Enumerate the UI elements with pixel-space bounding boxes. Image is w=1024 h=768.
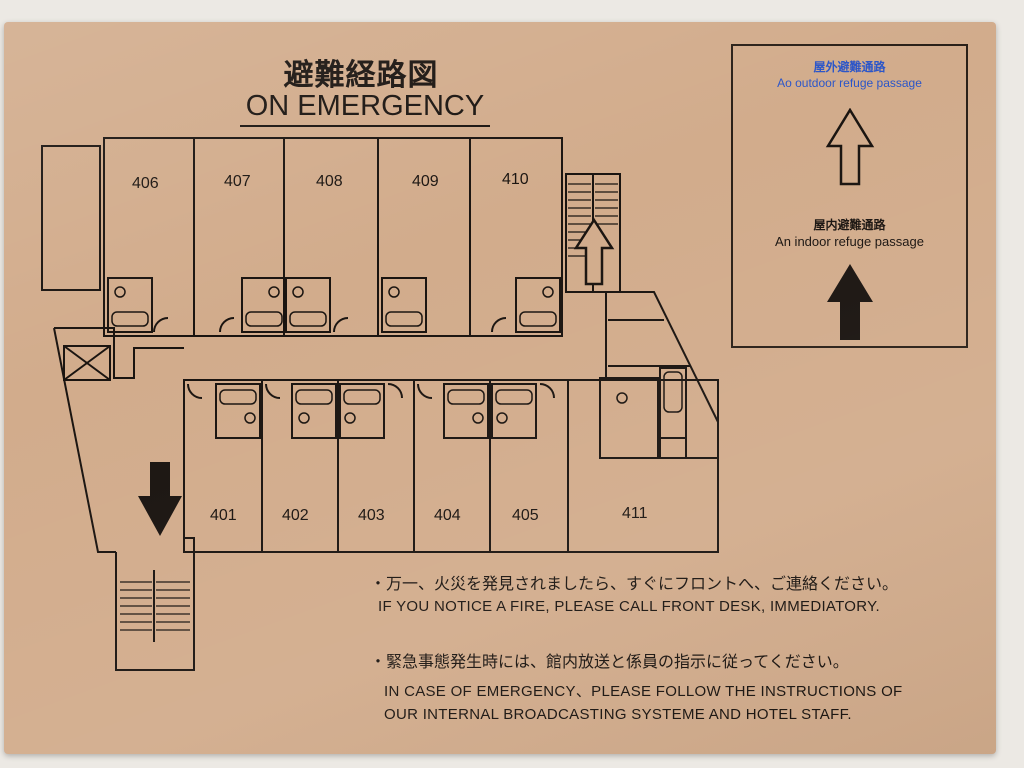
storage-room-outline xyxy=(41,145,101,291)
legend-indoor-label-jp: 屋内避難通路 xyxy=(813,218,886,232)
room-label-406: 406 xyxy=(132,175,159,192)
room-label-404: 404 xyxy=(434,507,461,524)
top-room-block xyxy=(103,137,563,337)
solid-up-arrow-icon xyxy=(827,264,873,340)
sign-title-japanese: 避難経路図 xyxy=(283,58,439,93)
outline-up-arrow-icon xyxy=(825,108,875,186)
room-label-402: 402 xyxy=(282,507,309,524)
floor-plan: 406 407 408 409 410 401 402 403 404 405 … xyxy=(41,137,719,671)
notice-fire-jp: ・万一、火災を発見されましたら、すぐにフロントへ、ご連絡ください。 xyxy=(370,574,899,593)
room-label-411: 411 xyxy=(622,505,648,522)
indoor-stair-bottom xyxy=(115,537,195,671)
notice-emergency-en-line2: OUR INTERNAL BROADCASTING SYSTEME AND HO… xyxy=(384,706,852,723)
room-label-403: 403 xyxy=(358,507,385,524)
legend-indoor-label-en: An indoor refuge passage xyxy=(775,234,924,249)
room-label-405: 405 xyxy=(512,507,539,524)
room-label-408: 408 xyxy=(316,173,343,190)
legend-box: 屋外避難通路 Ao outdoor refuge passage 屋内避難通路 … xyxy=(731,44,968,348)
notice-emergency-en-line1: IN CASE OF EMERGENCY、PLEASE FOLLOW THE I… xyxy=(384,683,903,700)
outdoor-exit-arrow-icon xyxy=(573,217,615,286)
legend-outdoor-label-jp: 屋外避難通路 xyxy=(813,60,886,74)
bottom-room-block xyxy=(183,379,719,553)
room-label-401: 401 xyxy=(210,507,237,524)
sign-title-english: ON EMERGENCY xyxy=(240,90,490,127)
room-label-407: 407 xyxy=(224,173,251,190)
evacuation-sign-plate: 避難経路図 ON EMERGENCY 屋外避難通路 Ao outdoor ref… xyxy=(4,22,996,754)
room-label-410: 410 xyxy=(502,171,529,188)
elevator-shaft xyxy=(63,345,111,381)
notice-fire-en: IF YOU NOTICE A FIRE, PLEASE CALL FRONT … xyxy=(378,598,880,615)
legend-outdoor-label-en: Ao outdoor refuge passage xyxy=(777,76,922,90)
notice-emergency-jp: ・緊急事態発生時には、館内放送と係員の指示に従ってください。 xyxy=(370,652,849,671)
corridor-wall-left xyxy=(53,327,116,553)
room-label-409: 409 xyxy=(412,173,439,190)
indoor-exit-arrow-icon xyxy=(138,462,182,536)
corridor-wall-upper xyxy=(54,327,184,379)
